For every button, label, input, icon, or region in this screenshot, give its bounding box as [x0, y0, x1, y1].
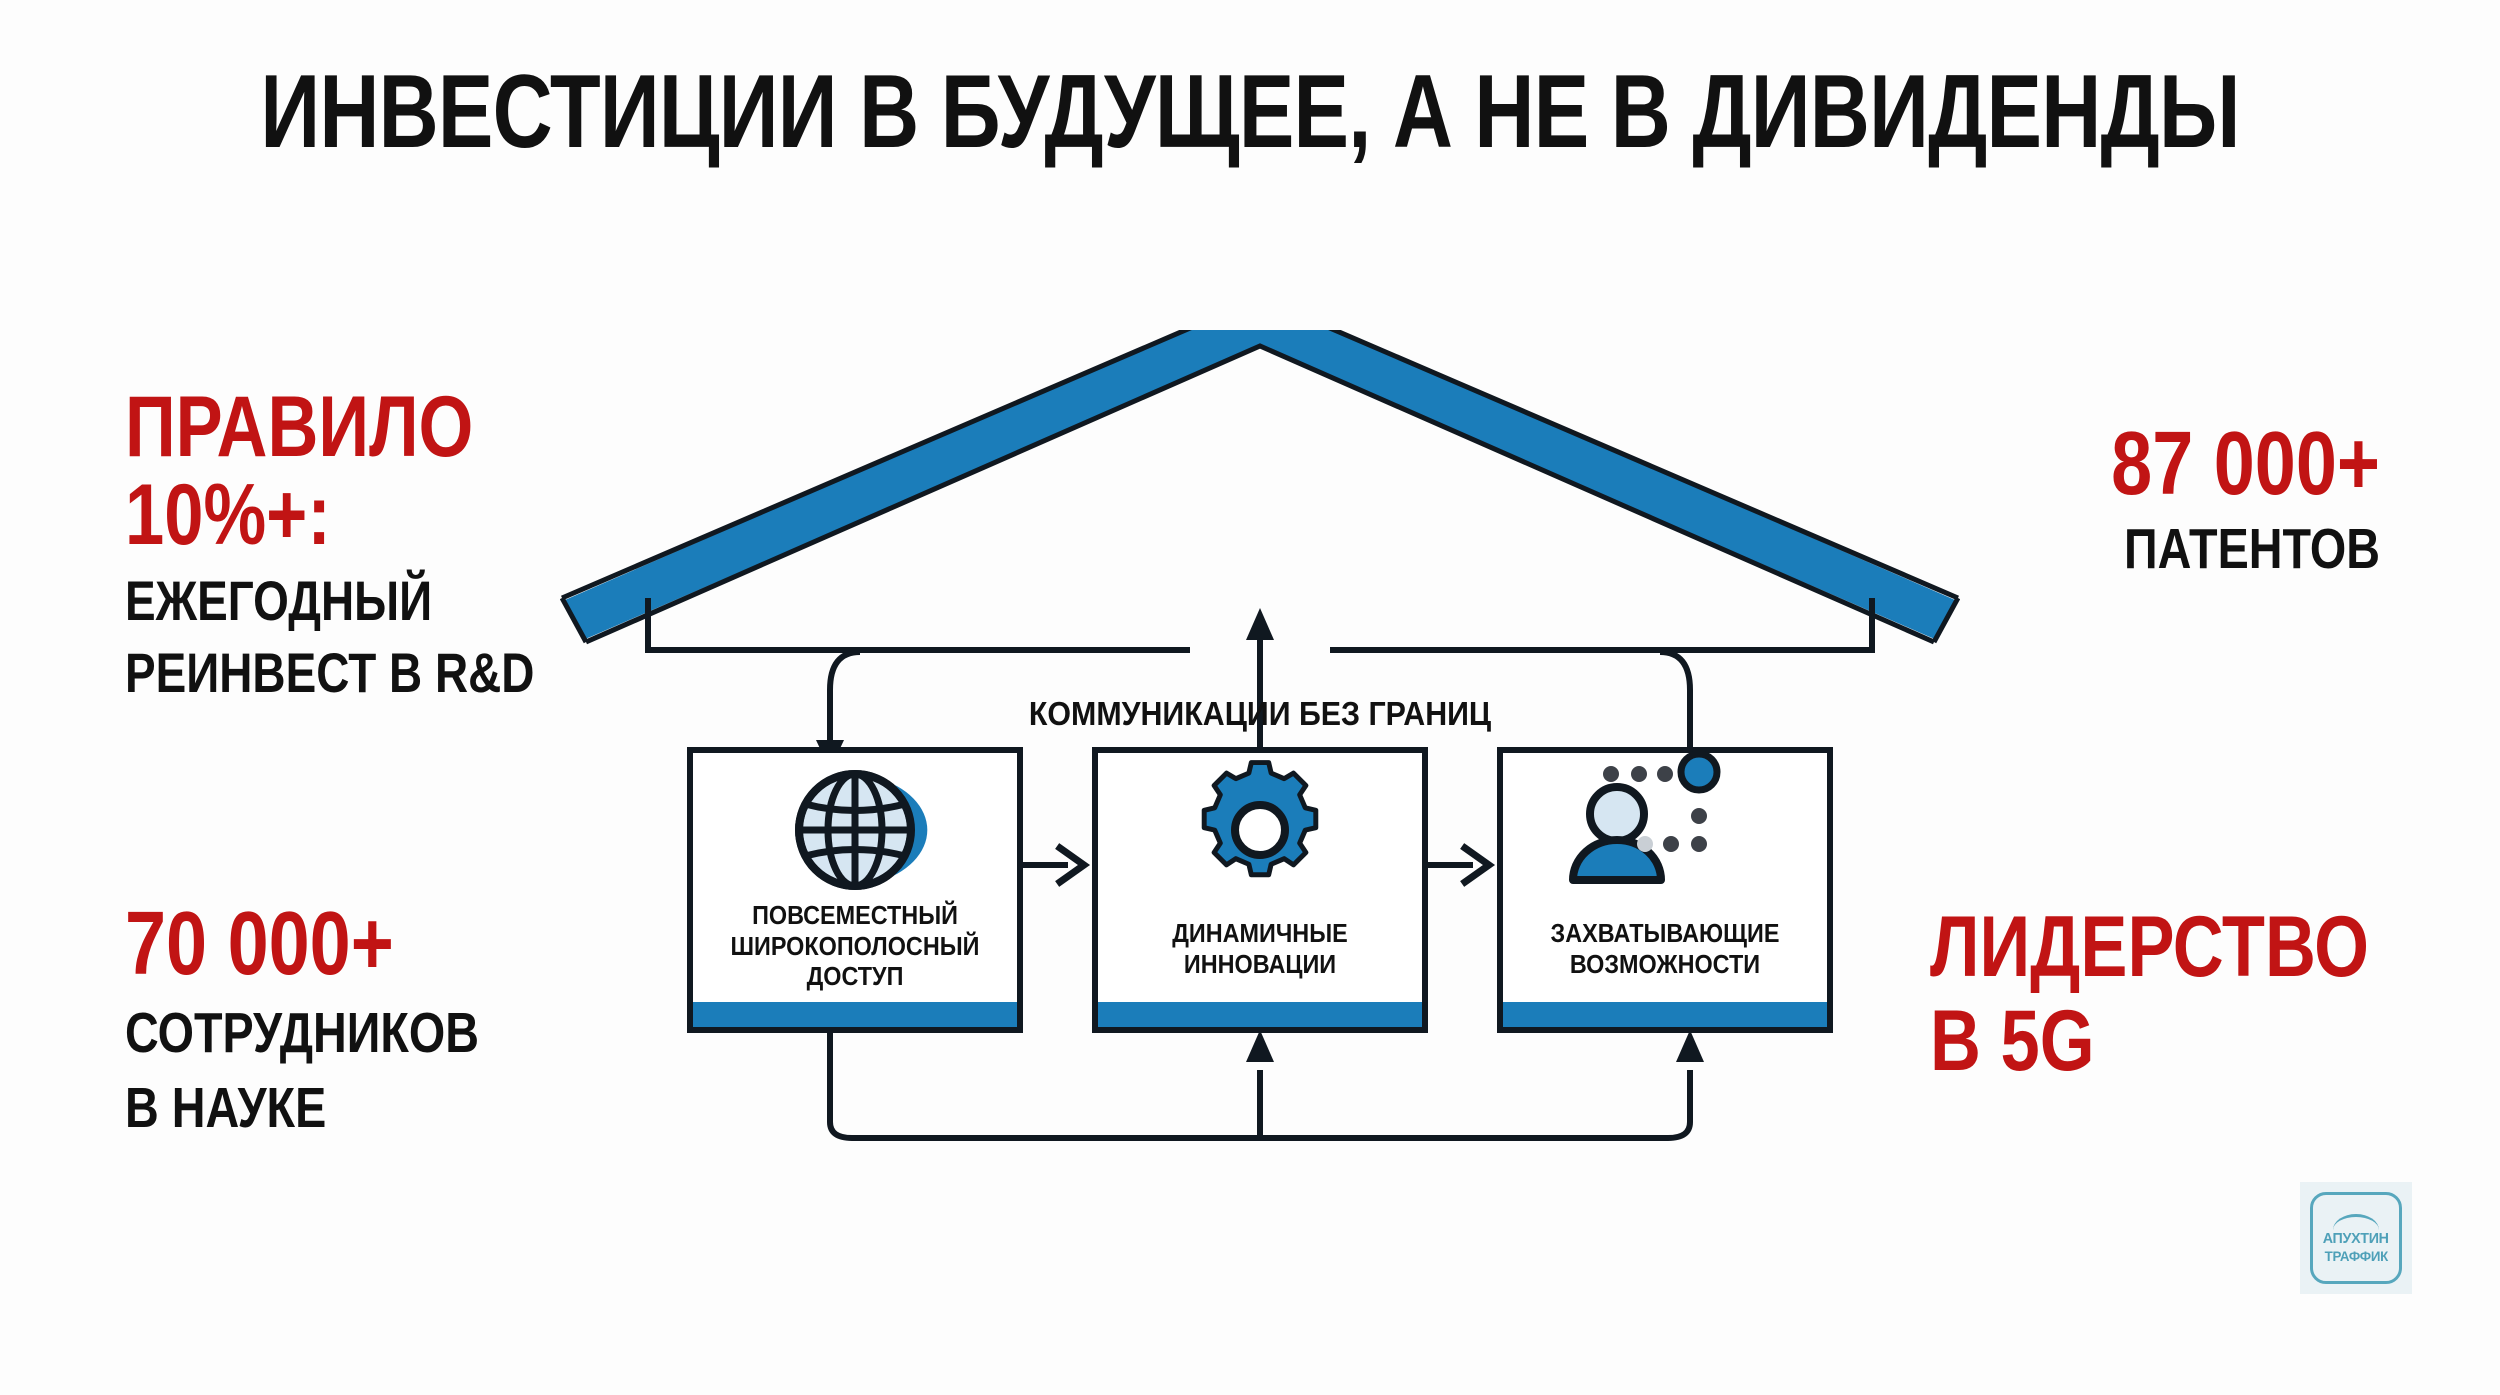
stat-staff-value: 70 000+: [125, 894, 394, 994]
stat-patents-caption: ПАТЕНТОВ: [2123, 517, 2380, 582]
arrowhead-box2-to-box3: [1460, 843, 1496, 887]
stat-rule-block: ПРАВИЛО 10%+: ЕЖЕГОДНЫЙ РЕИНВЕСТ В R&D: [125, 379, 745, 704]
stat-staff-caption-line2: В НАУКЕ: [125, 1076, 327, 1141]
roof-chevron: [565, 330, 1955, 641]
pillar-box-1-accent: [693, 1002, 1017, 1027]
rail-right-curve: [1659, 649, 1693, 750]
rail-left-drop: [645, 598, 860, 653]
logo-frame: АПУХТИН ТРАФФИК: [2310, 1192, 2402, 1284]
roof-cap-left: [560, 596, 589, 644]
pillar-box-2-accent: [1098, 1002, 1422, 1027]
logo-line2: ТРАФФИК: [2324, 1247, 2388, 1264]
pillar-box-3: [1497, 747, 1833, 1033]
stat-rule-line2: 10%+:: [125, 467, 331, 564]
stat-patents-value: 87 000+: [2111, 414, 2380, 514]
stat-rule-line1: ПРАВИЛО: [125, 379, 474, 475]
stat-leadership-block: ЛИДЕРСТВО В 5G: [1930, 899, 2500, 1090]
roof-cap-right: [1931, 596, 1960, 644]
arrowhead-up-box3: [1676, 1030, 1704, 1062]
stat-staff-block: 70 000+ СОТРУДНИКОВ В НАУКЕ: [125, 894, 765, 1141]
stat-staff-caption-line1: СОТРУДНИКОВ: [125, 1001, 480, 1066]
roof-label: КОММУНИКАЦИИ БЕЗ ГРАНИЦ: [1028, 695, 1492, 732]
stat-leadership-line2: В 5G: [1930, 993, 2095, 1090]
stat-patents-block: 87 000+ ПАТЕНТОВ: [1680, 414, 2380, 582]
arrowhead-up-roof: [1246, 608, 1274, 640]
house-diagram: КОММУНИКАЦИИ БЕЗ ГРАНИЦ ПОВСЕМЕСТНЫЙ ШИР…: [560, 330, 1960, 1160]
pillar-label-3: ЗАХВАТЫВАЮЩИЕ ВОЗМОЖНОСТИ: [1550, 918, 1780, 979]
user-network-icon: [1569, 750, 1721, 884]
logo-line1: АПУХТИН: [2323, 1229, 2389, 1247]
arrowhead-box1-to-box2: [1055, 843, 1091, 887]
stat-rule-caption-line1: ЕЖЕГОДНЫЙ: [125, 568, 433, 632]
rail-right-drop: [1660, 598, 1875, 653]
gear-icon: [1201, 760, 1319, 878]
diagram-svg: [560, 330, 1960, 1141]
roof-edge-top: [561, 330, 1959, 601]
globe-icon: [795, 770, 928, 890]
stat-leadership-line1: ЛИДЕРСТВО: [1930, 899, 2369, 995]
logo-arc-icon: [2333, 1213, 2379, 1230]
arrow-down-to-box1: [827, 649, 861, 750]
page-title: ИНВЕСТИЦИИ В БУДУЩЕЕ, А НЕ В ДИВИДЕНДЫ: [260, 54, 2240, 170]
pillar-label-2: ДИНАМИЧНЫЕ ИННОВАЦИИ: [1172, 918, 1348, 979]
brand-logo: АПУХТИН ТРАФФИК: [2300, 1182, 2412, 1294]
stat-rule-caption-line2: РЕИНВЕСТ В R&D: [125, 640, 535, 704]
pillar-label-1: ПОВСЕМЕСТНЫЙ ШИРОКОПОЛОСНЫЙ ДОСТУП: [730, 900, 980, 992]
roof-edge-bottom: [584, 343, 1936, 645]
arrowhead-up-box2: [1246, 1030, 1274, 1062]
pillar-box-3-accent: [1503, 1002, 1827, 1027]
